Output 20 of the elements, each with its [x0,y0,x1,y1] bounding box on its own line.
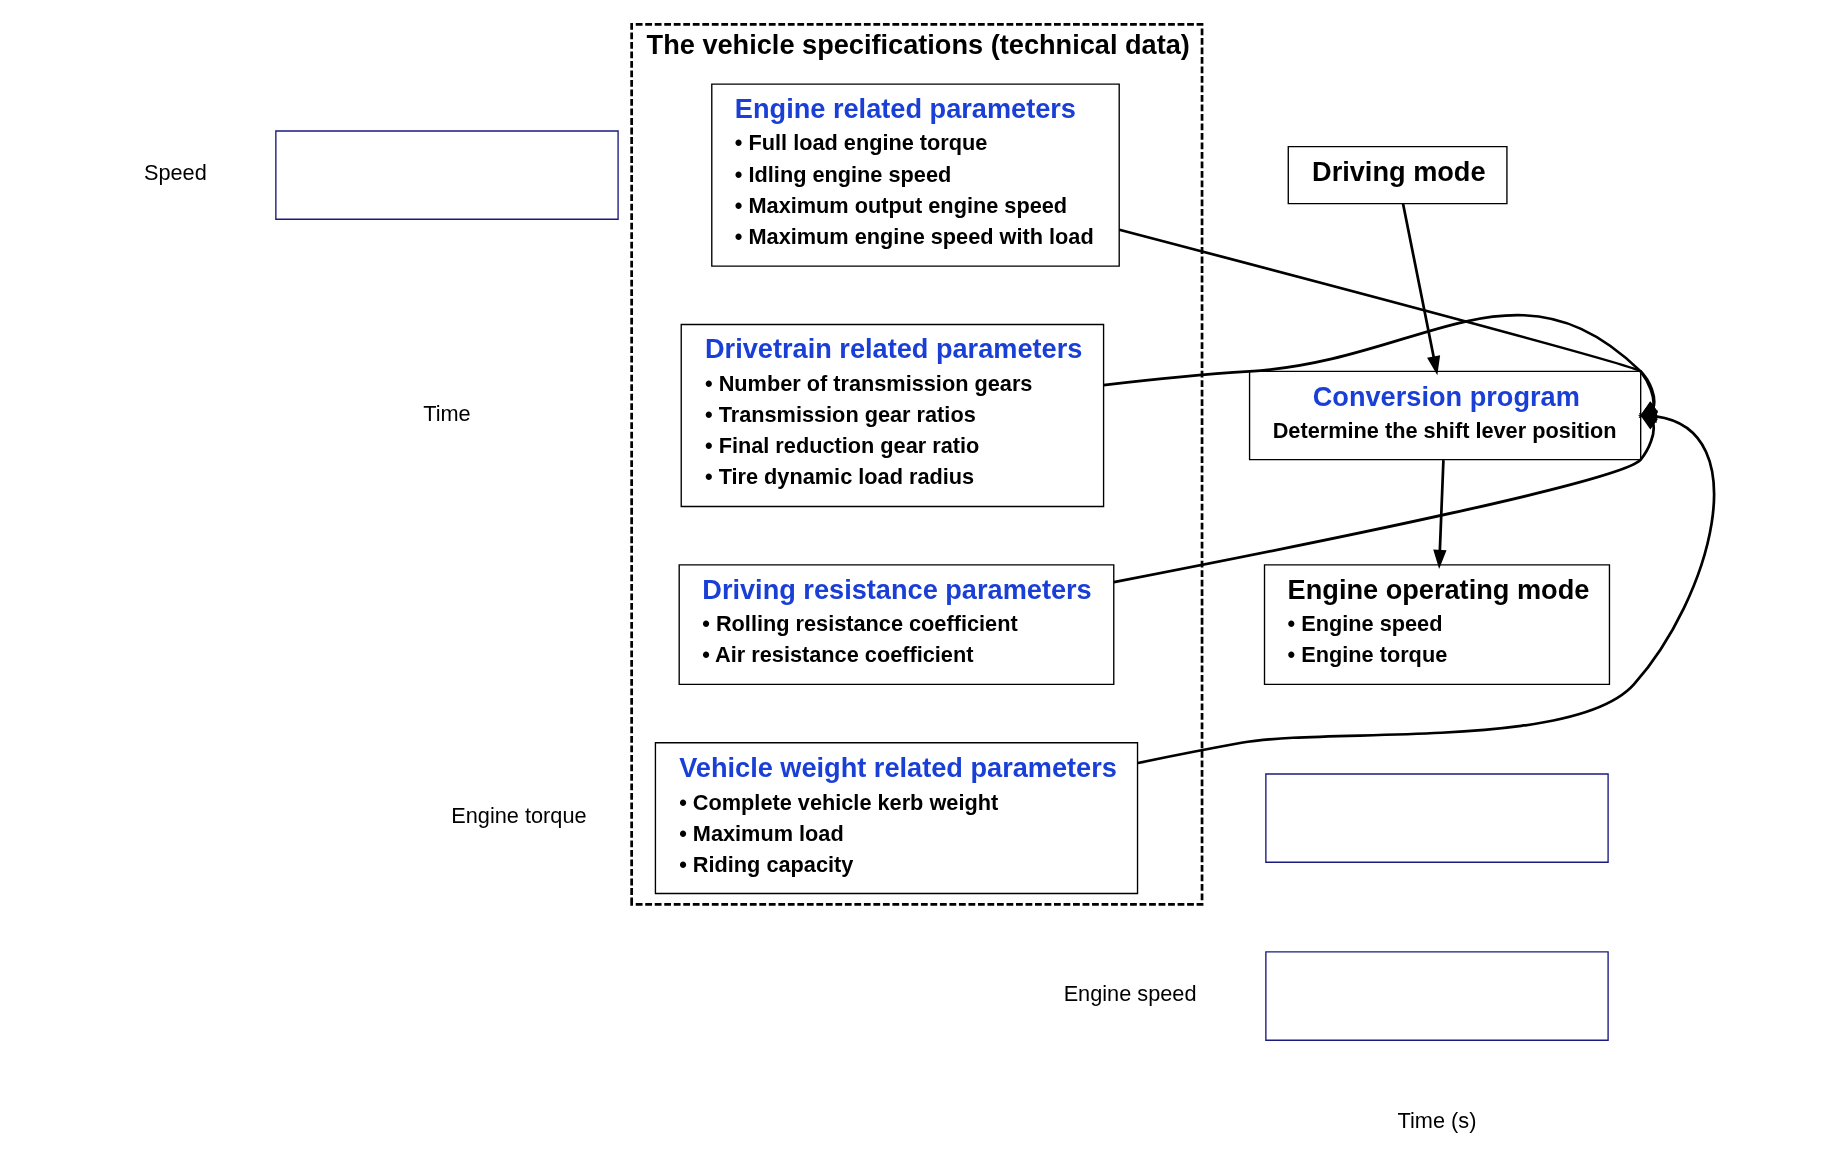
label: Engine torque [450,803,587,829]
arrow [1432,460,1447,569]
node-box: Driving mode [1287,145,1508,205]
node-box: Drivetrain related parameters • Number of transmission gears • Transmission gear ratios • Final reduction gear ratio • Tire dynamic load radius [680,323,1104,508]
node-box: Driving resistance parameters • Rolling resistance coefficient • Air resistance coefficient [678,564,1114,686]
arrow [1137,409,1715,765]
label: Speed [143,160,207,186]
node-box: Vehicle weight related parameters • Complete vehicle kerb weight • Maximum load • Riding capacity [654,742,1138,895]
arrow [1401,203,1440,376]
arrow [1118,228,1658,418]
node-box: Engine related parameters • Full load engine torque • Idling engine speed • Maximum output engine speed • Maximum engine speed with load [710,83,1120,267]
node-box [274,130,619,220]
node-box [1264,951,1609,1041]
label: Time [422,400,471,426]
node-box: Conversion program Determine the shift lever position [1248,370,1641,461]
node-box: Engine operating mode • Engine speed • Engine torque [1263,564,1610,686]
label: Time (s) [1397,1108,1476,1134]
node-box [1264,773,1609,863]
label: Engine speed [1063,981,1196,1007]
arrow [1102,313,1658,418]
